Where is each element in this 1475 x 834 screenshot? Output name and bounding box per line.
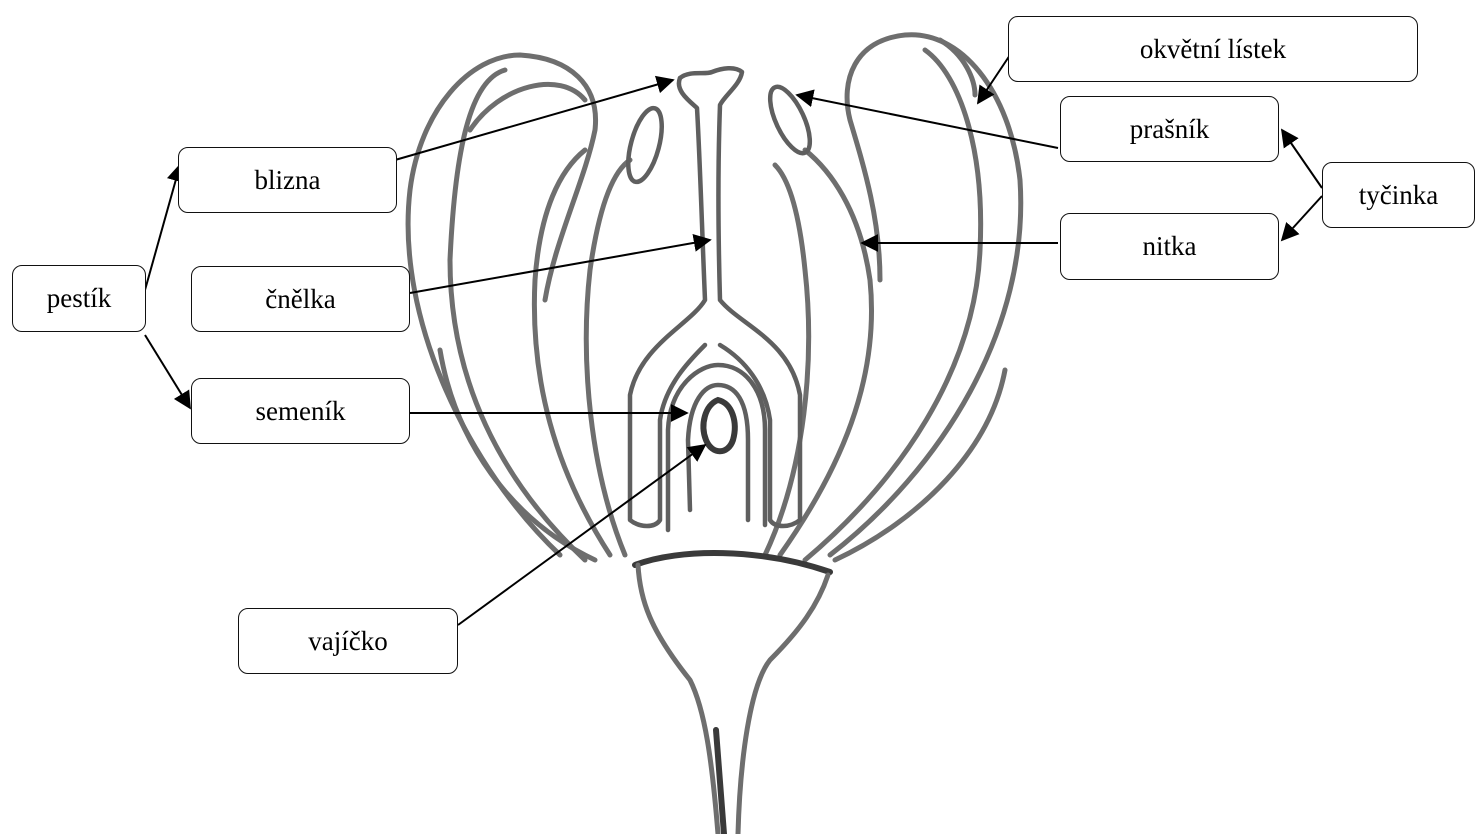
label-cnelka: čnělka bbox=[191, 266, 410, 332]
petal-left-curl bbox=[470, 84, 585, 130]
label-prasnik: prašník bbox=[1060, 96, 1279, 162]
label-blizna: blizna bbox=[178, 147, 397, 213]
pointer-pestik-semenik bbox=[145, 335, 190, 408]
anther-right bbox=[762, 81, 818, 158]
label-semenik: semeník bbox=[191, 378, 410, 444]
label-pestik: pestík bbox=[12, 265, 146, 332]
petal-left-inner bbox=[586, 160, 630, 555]
pointer-prasnik bbox=[797, 95, 1058, 148]
pointer-pestik-blizna bbox=[145, 165, 180, 290]
receptacle-cup-right bbox=[738, 575, 828, 834]
petal-left-outer-inner-line bbox=[450, 70, 585, 560]
pointer-vajicko bbox=[458, 445, 705, 625]
label-nitka: nitka bbox=[1060, 213, 1279, 280]
pointer-tycinka-nitka bbox=[1282, 196, 1322, 240]
pointer-tycinka-prasnik bbox=[1282, 130, 1322, 188]
label-okvetni-listek: okvětní lístek bbox=[1008, 16, 1418, 82]
receptacle-rim bbox=[635, 553, 830, 572]
label-vajicko: vajíčko bbox=[238, 608, 458, 674]
petal-left-lowest bbox=[440, 350, 595, 560]
ovary-wall bbox=[668, 365, 765, 530]
petal-right-outer bbox=[830, 35, 1021, 555]
label-tycinka: tyčinka bbox=[1322, 162, 1475, 228]
receptacle-cup bbox=[638, 565, 718, 834]
ovule bbox=[703, 400, 734, 451]
anther-left bbox=[622, 105, 669, 186]
